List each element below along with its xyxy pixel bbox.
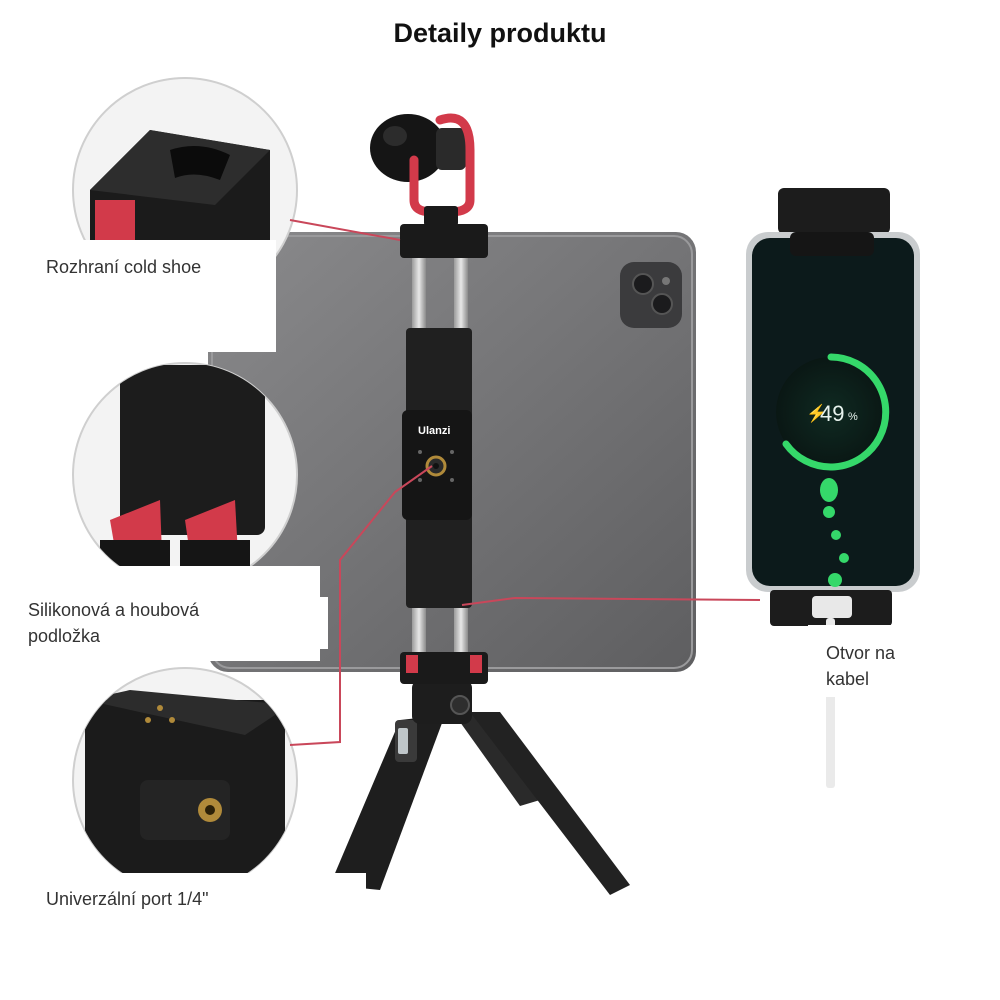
phone-clamp-top [778, 188, 890, 234]
label-cable-hole: Otvor na kabel [826, 640, 946, 692]
label-silicone-line1: Silikonová a houbová [28, 600, 200, 620]
label-universal-port: Univerzální port 1/4" [46, 886, 209, 912]
phone-with-clamp: ⚡ 49 % [746, 188, 920, 788]
detail-silicone-pads [72, 362, 298, 588]
bolt-icon: ⚡ [806, 403, 827, 424]
battery-percentage-unit: % [848, 411, 858, 423]
battery-percentage: 49 [820, 401, 844, 426]
detail-universal-port [72, 667, 298, 893]
label-cold-shoe: Rozhraní cold shoe [46, 254, 202, 280]
label-silicone-pad: Silikonová a houbová podložka [28, 597, 328, 649]
tripod [330, 680, 630, 895]
brand-logo: Ulanzi [418, 425, 450, 437]
tablet-holder: Ulanzi [400, 224, 488, 684]
label-cable-line2: kabel [826, 669, 870, 689]
battery-ring [782, 353, 890, 471]
microphone [370, 113, 475, 226]
label-cable-line1: Otvor na [826, 643, 896, 663]
callout-lines [289, 219, 761, 746]
cold-shoe-mount [400, 224, 488, 258]
tablet-camera-bump [620, 262, 682, 328]
page-title: Detaily produktu [393, 18, 607, 48]
label-silicone-line2: podložka [28, 626, 101, 646]
